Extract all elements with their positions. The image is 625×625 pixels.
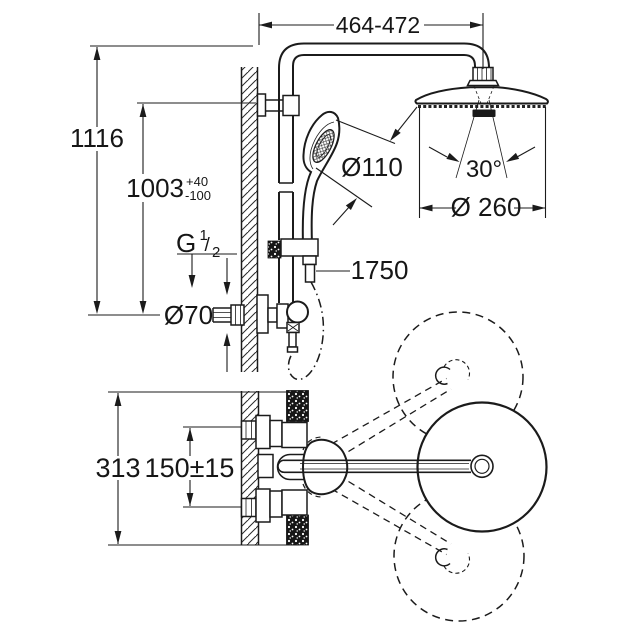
jet-ring — [472, 109, 496, 117]
wall-section-main — [240, 67, 259, 372]
holder-knob — [267, 240, 282, 259]
label-inlet-spacing: 150±15 — [145, 453, 235, 483]
diverter-knob — [286, 300, 309, 324]
dim-head-dia: Ø 260 — [418, 107, 547, 222]
label-rail-height: 1003 — [126, 173, 184, 203]
union-nut — [230, 304, 245, 326]
swivel-position-lower — [393, 490, 525, 622]
dim-hand-shower-dia: Ø110 — [315, 106, 418, 226]
ball-joint-dashed — [473, 85, 483, 107]
dim-hose-length: 1750 — [316, 255, 408, 285]
label-thread-letter: G — [176, 228, 196, 258]
label-arm-reach: 464-472 — [336, 12, 420, 38]
dim-trim-height: 313 — [95, 391, 300, 546]
label-total-height: 1116 — [70, 123, 124, 153]
hose-outlet — [286, 346, 299, 353]
label-escutcheon-dia: Ø70 — [164, 300, 213, 330]
dim-arm-reach: 464-472 — [258, 12, 484, 69]
spray-face-hand — [312, 129, 335, 163]
shower-hose — [287, 281, 325, 381]
valve-escutcheon — [256, 294, 269, 334]
label-rail-tol-plus: +40 — [186, 174, 208, 189]
label-thread-sep: / — [205, 235, 211, 256]
hose-stub — [304, 263, 316, 283]
tile-block-lower — [286, 514, 309, 546]
swivel-joint-lower — [434, 548, 471, 574]
connector-flange — [466, 79, 500, 87]
head-body — [414, 86, 549, 105]
bell-escutcheon — [301, 438, 349, 496]
connector-nut — [472, 66, 494, 82]
label-hand-shower-dia: Ø110 — [341, 152, 403, 182]
wall-hatch — [241, 67, 258, 372]
arm-top-view — [277, 459, 471, 474]
label-thread-den: 2 — [212, 244, 220, 261]
dim-inlet-spacing: 150±15 — [145, 426, 241, 508]
tile-block-upper — [286, 390, 309, 422]
thermostat-valve-side — [212, 294, 309, 353]
swivel-joint-upper — [434, 359, 471, 385]
label-thread-num: 1 — [200, 227, 208, 244]
arm-inner — [292, 54, 476, 70]
dim-thread: G 1 / 2 — [176, 227, 237, 288]
slider-holder — [267, 238, 319, 283]
label-rail-tol-minus: -100 — [185, 188, 211, 203]
wall-bracket — [256, 93, 300, 117]
inlet-union-upper — [240, 414, 308, 450]
label-trim-height: 313 — [95, 453, 140, 483]
dim-rail-height: 1003 +40 -100 — [88, 102, 256, 316]
top-view: 313 150±15 — [95, 311, 548, 622]
label-hose-length: 1750 — [351, 255, 409, 285]
arm-outer — [278, 42, 490, 70]
dim-spray-angle: 30° — [428, 146, 536, 183]
label-head-dia: Ø 260 — [451, 192, 522, 222]
label-spray-angle: 30° — [466, 156, 502, 183]
dim-total-height: 1116 — [70, 45, 253, 314]
hose-nut — [302, 255, 317, 266]
head-shower-side — [414, 66, 549, 179]
hand-shower — [301, 110, 341, 245]
inlet-union-lower — [240, 488, 308, 523]
holder-body — [280, 238, 319, 257]
dim-escutcheon-dia: Ø70 — [164, 258, 231, 372]
shower-arm-and-rail — [278, 42, 490, 303]
